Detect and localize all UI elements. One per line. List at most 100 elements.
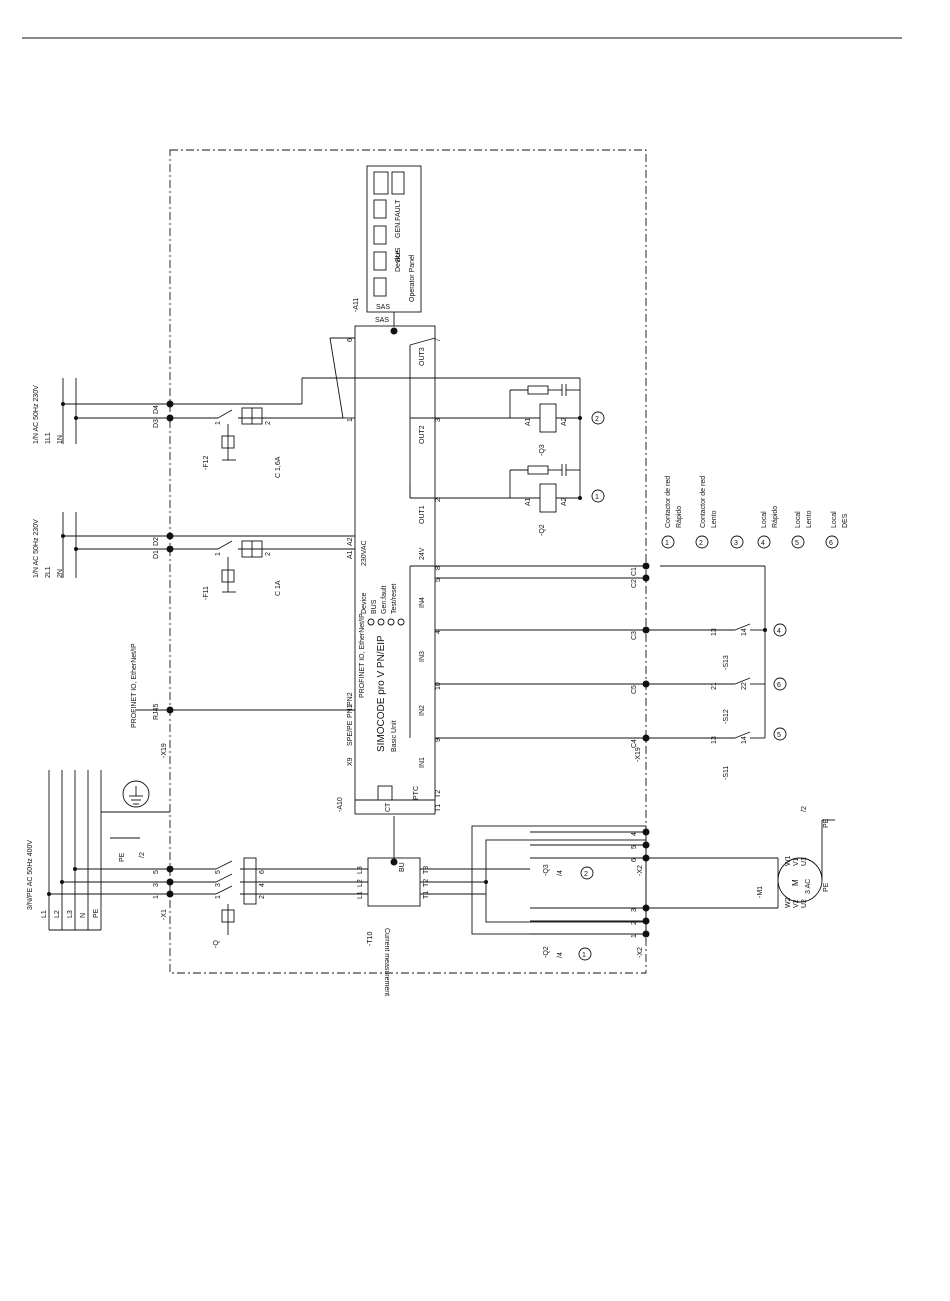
marker-1-out1: 1 <box>591 489 605 503</box>
device-t1: T1 <box>435 804 442 812</box>
panel-device: Device <box>395 250 402 272</box>
device-pin6: 6 <box>347 338 354 342</box>
svg-text:6: 6 <box>777 682 781 689</box>
marker-2-power: 2 <box>580 866 594 880</box>
svg-text:2: 2 <box>584 871 588 878</box>
svg-text:Lento: Lento <box>711 510 718 528</box>
svg-text:Rápido: Rápido <box>676 506 683 528</box>
device-pin5: 5 <box>435 578 442 582</box>
svg-text:2: 2 <box>699 540 703 547</box>
terminal-3: 3 <box>153 883 160 887</box>
q3-tag: -Q3 <box>539 444 546 456</box>
device-name: SIMOCODE pro V PN/EIP <box>376 635 387 752</box>
terminal-1: 1 <box>153 895 160 899</box>
q-in-1: 1 <box>215 895 222 899</box>
legend-item-4: 4 Local Rápido <box>757 506 779 549</box>
x2-pin3: 3 <box>631 908 638 912</box>
marker-2-out2: 2 <box>591 411 605 425</box>
terminal-d3: D3 <box>153 419 160 428</box>
motor-v1: V1 <box>793 857 800 866</box>
motor-pe-top: PE <box>823 818 830 828</box>
device-pin7: 7 <box>435 338 442 342</box>
motor-u2: U2 <box>801 899 808 908</box>
led-testreset: Test/reset <box>391 584 398 614</box>
marker-6: 6 <box>773 677 787 691</box>
f12-tag: -F12 <box>203 456 210 471</box>
device-pin1: 1 <box>347 418 354 422</box>
f12-pin2: 2 <box>265 421 272 425</box>
pe-label: PE <box>119 852 126 862</box>
svg-text:Lento: Lento <box>806 510 813 528</box>
x2-pin2: 2 <box>631 921 638 925</box>
device-ptc: PTC <box>413 786 420 800</box>
marker-5: 5 <box>773 727 787 741</box>
motor-m: M <box>791 879 800 886</box>
device-t2: T2 <box>435 790 442 798</box>
svg-text:DES: DES <box>842 513 849 528</box>
q2-a2: A2 <box>561 497 568 506</box>
motor-v2: V2 <box>793 899 800 908</box>
svg-text:2: 2 <box>595 416 599 423</box>
wiring <box>48 165 835 935</box>
field-c1: C1 <box>631 567 638 576</box>
aux2-l: 2L1 <box>45 566 52 578</box>
motor-pe-ref: /2 <box>801 806 808 812</box>
aux1-l: 1L1 <box>45 432 52 444</box>
x2-tag-lower: -X2 <box>637 947 644 958</box>
terminal-d1: D1 <box>153 550 160 559</box>
device-pin10: 10 <box>435 682 442 690</box>
device-tag: -A10 <box>337 797 344 812</box>
device-out1: OUT1 <box>419 505 426 524</box>
main-l2: L2 <box>54 910 61 918</box>
ct-l3: L3 <box>357 866 364 874</box>
cabinet-boundary <box>169 149 647 974</box>
f11-pin1: 1 <box>215 552 222 556</box>
svg-text:3: 3 <box>734 540 738 547</box>
x2-pin1: 1 <box>631 934 638 938</box>
field-s13: -S13 <box>723 655 730 670</box>
device-a2: A2 <box>347 537 354 546</box>
f11-tag: -F11 <box>203 586 210 600</box>
field-c3: C3 <box>631 631 638 640</box>
device-pin2: 2 <box>435 498 442 502</box>
field-s11: -S11 <box>723 766 730 780</box>
s13-13: 13 <box>711 628 718 636</box>
terminal-5: 5 <box>153 870 160 874</box>
motor-pe: PE <box>823 882 830 892</box>
ct-l2: L2 <box>357 879 364 887</box>
device-pin4: 4 <box>435 630 442 634</box>
s11-13: 13 <box>711 736 718 744</box>
q2-power-tag: -Q2 <box>543 946 550 958</box>
q-out-6: 6 <box>259 870 266 874</box>
s11-14: 14 <box>741 736 748 744</box>
device-out2: OUT2 <box>419 425 426 444</box>
svg-text:5: 5 <box>777 732 781 739</box>
device-sas: SAS <box>375 317 389 324</box>
ct-t3: T3 <box>423 866 430 874</box>
svg-text:Local: Local <box>795 511 802 528</box>
svg-text:6: 6 <box>829 540 833 547</box>
status-leds <box>367 618 405 626</box>
aux1-title: 1/N AC 50Hz 230V <box>33 385 40 444</box>
ct-t2: T2 <box>423 879 430 887</box>
terminal-points <box>47 327 767 938</box>
device-pn1: PN1 <box>347 704 354 718</box>
q2-tag: -Q2 <box>539 524 546 536</box>
device-pin8: 8 <box>435 566 442 570</box>
main-title: 3/N/PE AC 50Hz 400V <box>27 840 34 910</box>
device-subtitle: Basic Unit <box>391 720 398 752</box>
q3-a1: A1 <box>525 417 532 426</box>
s12-21: 21 <box>711 682 718 690</box>
marker-4: 4 <box>773 623 787 637</box>
svg-text:1: 1 <box>665 540 669 547</box>
svg-text:1: 1 <box>595 494 599 501</box>
device-in3: IN3 <box>419 651 426 662</box>
terminal-x19: -X19 <box>161 743 168 758</box>
f11-pin2: 2 <box>265 552 272 556</box>
q-out-4: 4 <box>259 883 266 887</box>
svg-text:1: 1 <box>582 952 586 959</box>
device-in4: IN4 <box>419 597 426 608</box>
x2-tag-upper: -X2 <box>637 865 644 876</box>
panel-genfault: GEN.FAULT <box>395 199 402 238</box>
